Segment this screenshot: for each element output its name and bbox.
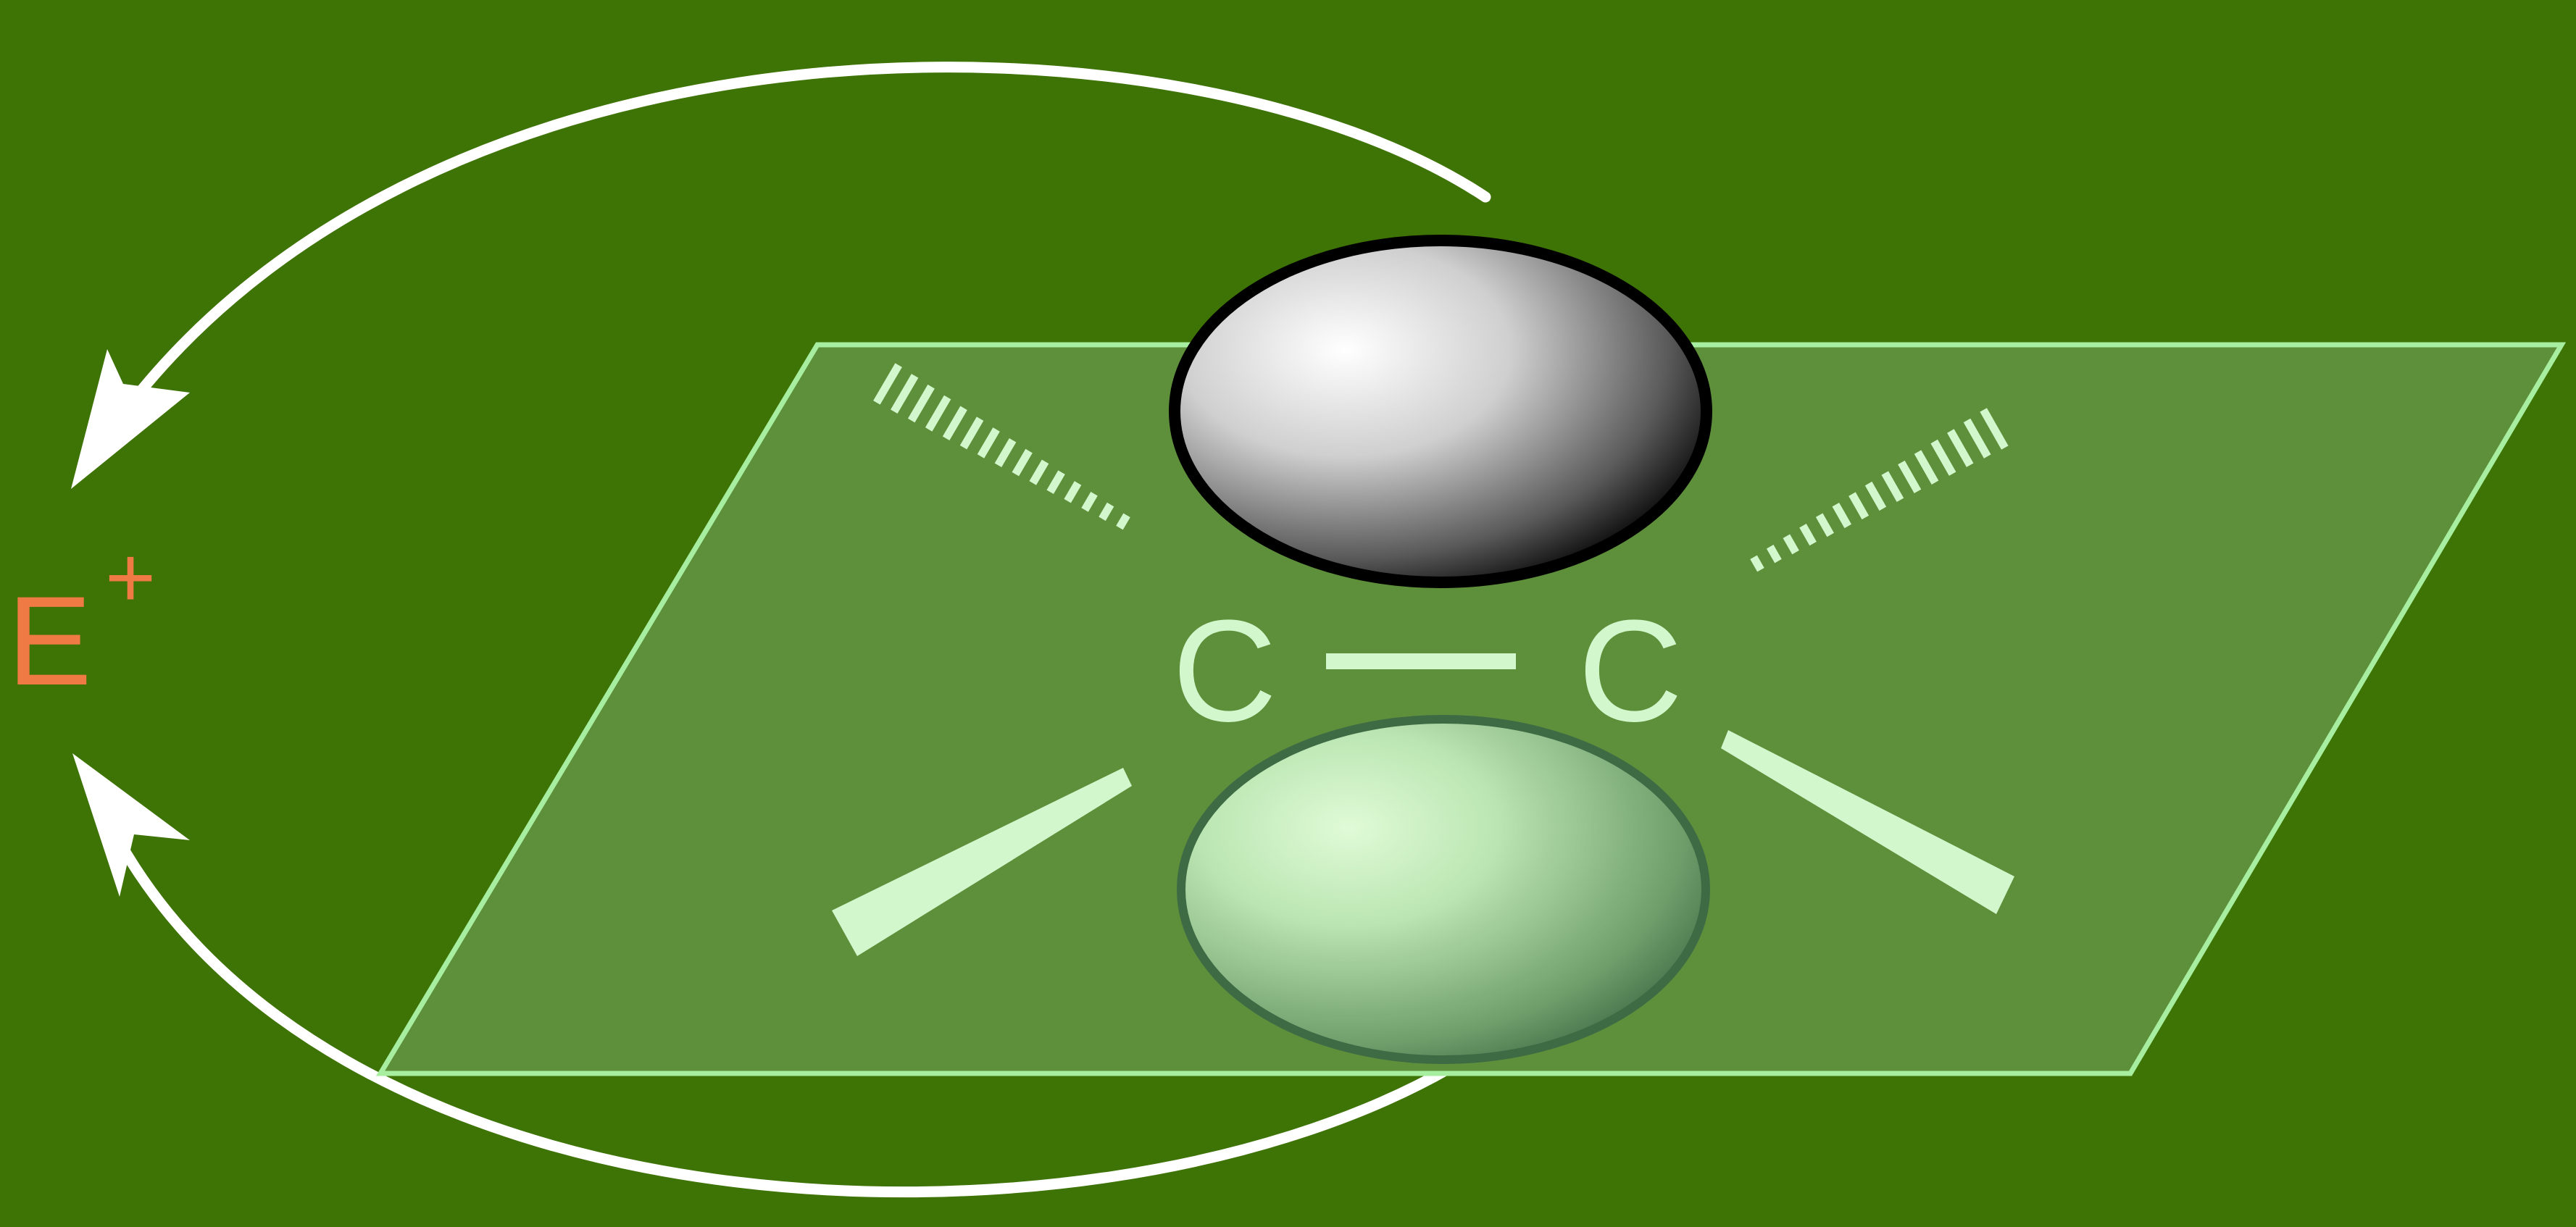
hash-stripe: [1832, 502, 1852, 529]
upper-arrowhead-icon: [71, 349, 190, 489]
p-orbital-top-lobe: [1169, 235, 1712, 588]
hash-stripe: [1766, 545, 1782, 564]
hash-stripe: [907, 384, 935, 423]
hash-stripe: [1099, 502, 1114, 522]
hash-stripe: [1799, 524, 1817, 546]
hash-stripe: [1081, 491, 1098, 512]
hash-stripe: [942, 406, 967, 441]
wedge-bond-lower-right: [1721, 730, 2014, 914]
p-orbital-bottom-lobe: [1177, 715, 1710, 1064]
hash-stripe: [1012, 448, 1033, 477]
carbon-atom-left: C: [1172, 590, 1277, 752]
hash-stripe: [959, 416, 984, 450]
hash-stripe: [891, 374, 919, 414]
hash-stripe: [1930, 439, 1956, 476]
hash-stripe: [1783, 534, 1799, 555]
hash-stripe: [873, 363, 902, 405]
hash-stripe: [1898, 460, 1922, 494]
hash-stripe: [1029, 459, 1049, 485]
wedge-bond-lower-left: [832, 768, 1132, 956]
hash-stripe: [1046, 470, 1065, 495]
electrophile-symbol: E: [7, 571, 92, 712]
hash-stripe: [1116, 513, 1130, 530]
hash-stripe: [1064, 481, 1082, 503]
lower-curved-arrow: [94, 798, 1455, 1198]
carbon-carbon-bond: [1326, 653, 1516, 669]
hash-stripe: [1963, 418, 1991, 458]
electrophile-charge: +: [105, 529, 156, 626]
hashed-bond-upper-left: [873, 363, 1130, 530]
upper-curved-arrow: [92, 62, 1491, 455]
hash-stripe: [925, 395, 951, 432]
hash-stripe: [1914, 450, 1939, 485]
hash-stripe: [1980, 408, 2009, 450]
hash-stripe: [1881, 471, 1904, 503]
hash-stripe: [994, 437, 1017, 468]
hash-stripe: [1815, 513, 1834, 537]
hash-stripe: [977, 427, 1000, 458]
hash-stripe: [1750, 555, 1764, 572]
hash-stripe: [1848, 492, 1870, 520]
carbon-atom-right: C: [1578, 590, 1683, 752]
hash-stripe: [1864, 481, 1887, 511]
hash-stripe: [1947, 429, 1974, 467]
hashed-bond-upper-right: [1750, 408, 2009, 572]
lower-arrowhead-icon: [72, 753, 190, 897]
